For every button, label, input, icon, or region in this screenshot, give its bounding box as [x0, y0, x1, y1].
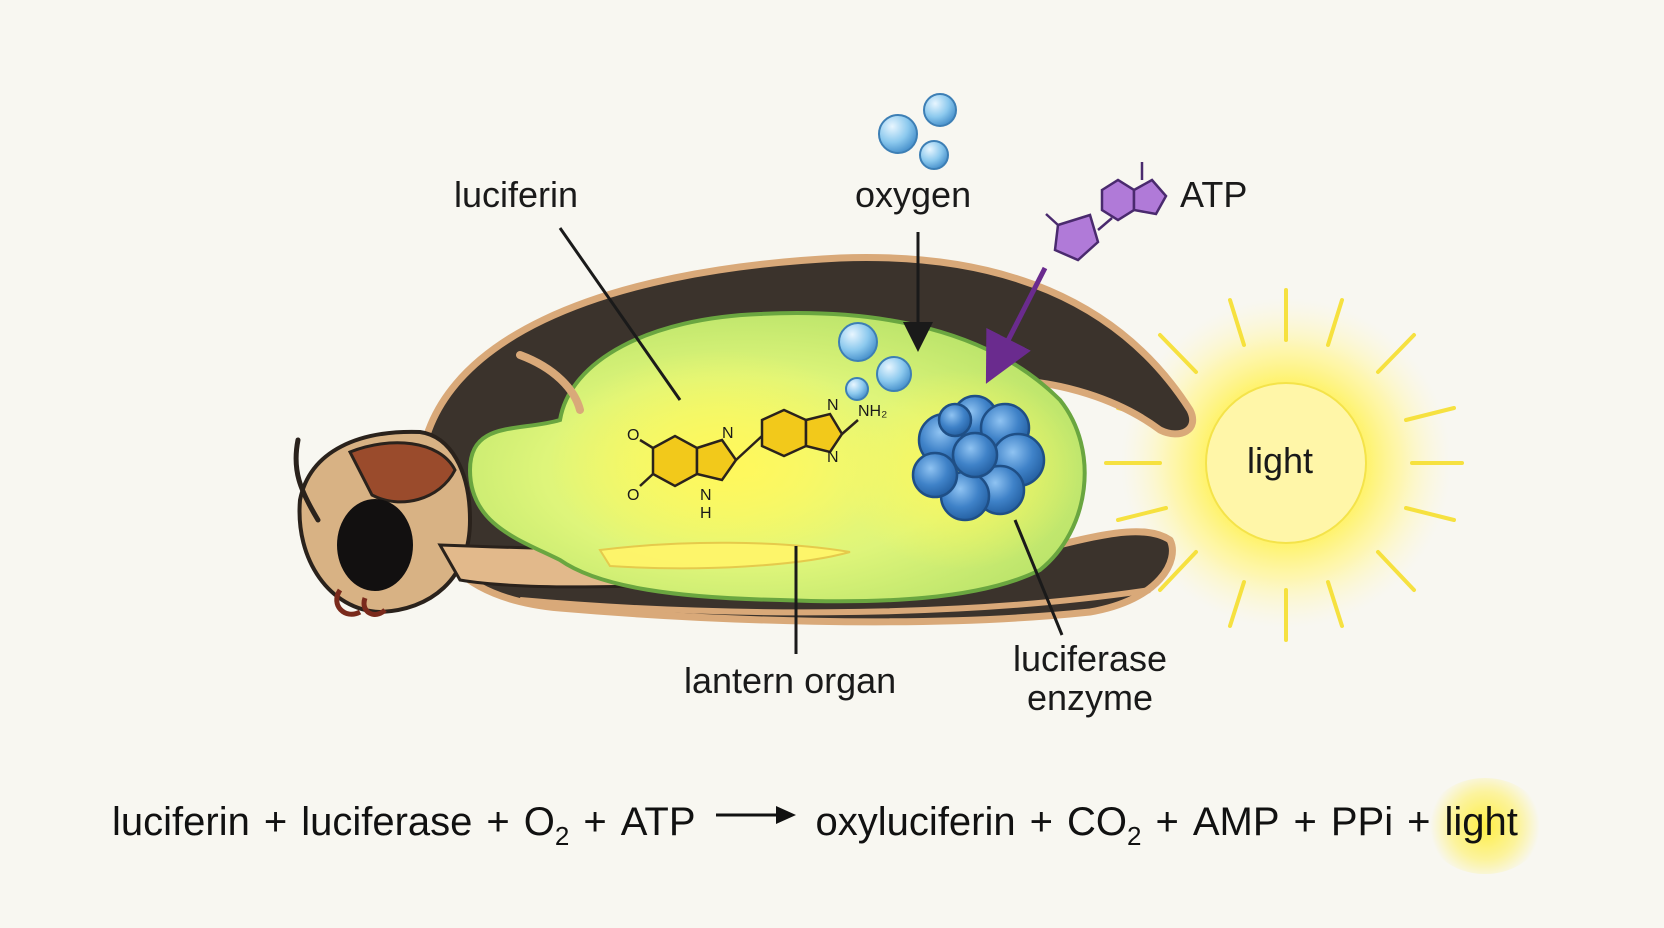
atom-nh2: NH₂	[858, 403, 887, 420]
atom-nh: N	[700, 487, 712, 504]
luciferin-molecule-icon	[639, 408, 859, 488]
equation-term-light: light	[1426, 778, 1546, 874]
equation-plus: +	[486, 800, 510, 844]
oxygen-bubble-icon	[878, 93, 957, 170]
luciferase-leader-line	[1013, 519, 1064, 636]
equation-term-oxyluciferin: oxyluciferin	[815, 800, 1016, 844]
equation-plus: +	[583, 800, 607, 844]
luciferin-atom-labels: O O N N H N N NH₂	[627, 397, 887, 522]
equation-term-ppi: PPi	[1330, 800, 1394, 844]
equation-term-oxygen: O2	[523, 800, 570, 851]
atom-n2: N	[827, 397, 839, 414]
atom-n3: N	[827, 449, 839, 466]
equation-term-atp: ATP	[620, 800, 696, 844]
equation-plus: +	[1029, 800, 1053, 844]
luciferin-leader-line	[558, 227, 682, 401]
equation-plus: +	[1407, 800, 1431, 844]
atom-h: H	[700, 505, 712, 522]
equation-term-amp: AMP	[1192, 800, 1280, 844]
luciferin-label: luciferin	[454, 174, 579, 215]
reaction-equation: luciferin + luciferase + O2 + ATP oxyluc…	[112, 778, 1546, 874]
equation-plus: +	[263, 800, 288, 844]
atp-label: ATP	[1180, 174, 1248, 215]
atp-molecule-icon	[1045, 162, 1168, 262]
firefly-icon	[293, 254, 1197, 626]
reaction-arrow-icon	[715, 806, 796, 824]
lantern-organ-label: lantern organ	[684, 660, 897, 701]
equation-plus: +	[1155, 800, 1179, 844]
luciferase-enzyme-label: luciferase enzyme	[1012, 638, 1168, 718]
atom-o-top: O	[627, 427, 639, 444]
light-sun-icon	[1104, 288, 1464, 642]
oxygen-bubbles-inside	[838, 322, 912, 401]
equation-term-co2: CO2	[1066, 800, 1142, 851]
equation-term-luciferin: luciferin	[112, 800, 250, 844]
equation-plus: +	[1293, 800, 1317, 844]
atom-n1: N	[722, 425, 734, 442]
luciferase-enzyme-icon	[911, 394, 1046, 522]
atp-arrow	[985, 266, 1048, 384]
atom-o-bottom: O	[627, 487, 639, 504]
oxygen-label: oxygen	[855, 174, 972, 215]
light-label: light	[1247, 440, 1314, 481]
equation-term-luciferase: luciferase	[301, 800, 473, 844]
